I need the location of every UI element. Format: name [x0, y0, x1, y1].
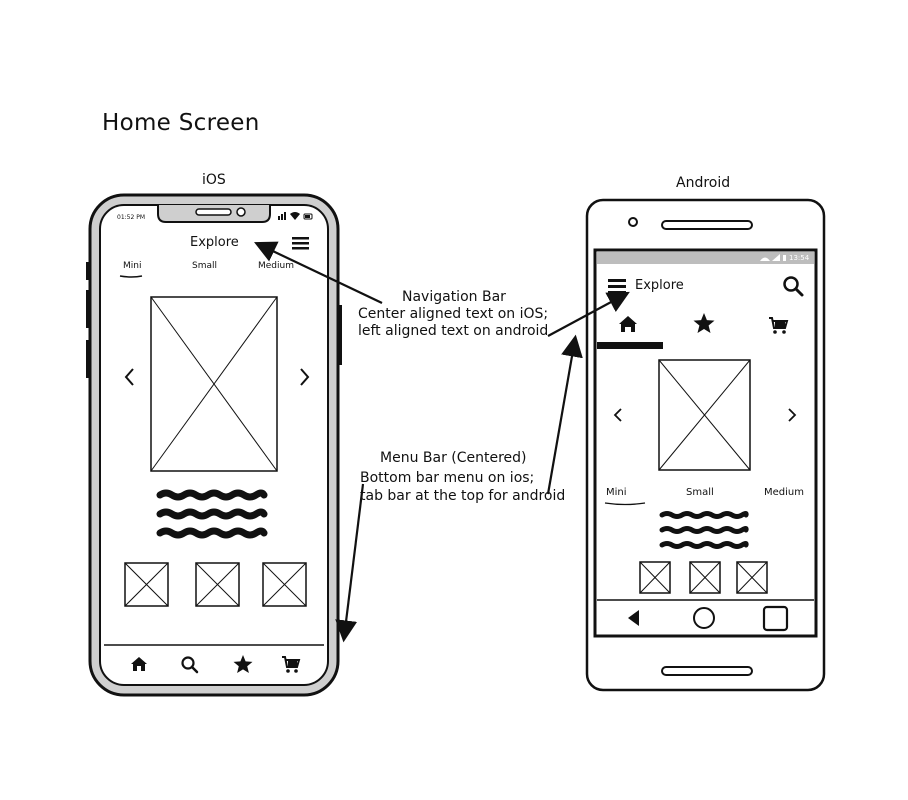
ios-thumbnail[interactable] — [195, 562, 240, 607]
nav-bar-annotation-line1: Center aligned text on iOS; — [358, 306, 549, 322]
android-cart-icon[interactable] — [769, 317, 789, 334]
ios-prev-arrow-icon[interactable] — [124, 368, 134, 386]
android-thumbnail[interactable] — [736, 561, 768, 594]
arrow-to-android-tab-bar — [546, 334, 583, 495]
ios-status-icons — [278, 212, 313, 220]
ios-cart-icon[interactable] — [282, 656, 301, 673]
ios-next-arrow-icon[interactable] — [300, 368, 310, 386]
android-nav-title: Explore — [635, 278, 684, 293]
ios-tab-medium[interactable]: Medium — [258, 261, 294, 271]
ios-scribble-text — [156, 489, 268, 539]
android-star-icon[interactable] — [693, 313, 715, 333]
android-menu-icon[interactable] — [608, 279, 626, 294]
android-main-image-placeholder — [658, 359, 751, 471]
page-title: Home Screen — [102, 110, 260, 136]
android-home-circle-icon[interactable] — [693, 607, 715, 629]
nav-bar-annotation-title: Navigation Bar — [402, 289, 506, 305]
ios-nav-title: Explore — [190, 235, 239, 250]
ios-main-image-placeholder — [150, 296, 278, 472]
android-speaker-icon — [661, 220, 753, 230]
speaker-icon — [195, 208, 232, 216]
android-tab-indicator — [597, 342, 663, 349]
android-bottom-speaker — [661, 666, 753, 676]
ios-tab-mini[interactable]: Mini — [123, 261, 142, 271]
android-next-arrow-icon[interactable] — [788, 408, 797, 422]
arrow-to-ios-bottom-bar — [335, 483, 365, 643]
ios-tab-underline — [119, 275, 143, 278]
android-thumbnail[interactable] — [639, 561, 671, 594]
android-scribble-text — [659, 511, 749, 549]
ios-thumbnail[interactable] — [124, 562, 169, 607]
android-status-time: 13:54 — [789, 254, 810, 262]
ios-phone — [86, 193, 342, 697]
arrow-to-ios-nav — [254, 241, 383, 304]
ios-star-icon[interactable] — [233, 655, 253, 673]
ios-tab-small[interactable]: Small — [192, 261, 217, 271]
ios-menu-icon[interactable] — [292, 237, 309, 250]
android-prev-arrow-icon[interactable] — [613, 408, 622, 422]
ios-home-icon[interactable] — [131, 657, 147, 671]
android-phone — [585, 198, 826, 692]
arrow-to-android-nav — [547, 291, 630, 337]
nav-bar-annotation-line2: left aligned text on android — [358, 323, 549, 339]
menu-bar-annotation-line1: Bottom bar menu on ios; — [360, 470, 535, 486]
android-search-icon[interactable] — [783, 276, 804, 297]
android-status-bar — [597, 252, 814, 264]
android-home-icon[interactable] — [619, 316, 637, 332]
android-tab-underline — [604, 502, 646, 506]
android-tab-small[interactable]: Small — [686, 487, 714, 498]
android-tab-mini[interactable]: Mini — [606, 487, 627, 498]
ios-thumbnail[interactable] — [262, 562, 307, 607]
android-camera-icon — [628, 217, 638, 227]
ios-status-time: 01:52 PM — [117, 214, 145, 221]
android-recents-icon[interactable] — [762, 605, 789, 632]
android-tab-medium[interactable]: Medium — [764, 487, 804, 498]
android-label: Android — [676, 175, 731, 191]
ios-search-icon[interactable] — [181, 656, 199, 674]
android-thumbnail[interactable] — [689, 561, 721, 594]
ios-label: iOS — [202, 172, 226, 188]
camera-icon — [236, 207, 246, 217]
menu-bar-annotation-line2: tab bar at the top for android — [360, 488, 566, 504]
menu-bar-annotation-title: Menu Bar (Centered) — [380, 450, 527, 466]
android-status-icons — [760, 254, 786, 261]
android-back-icon[interactable] — [628, 610, 639, 626]
